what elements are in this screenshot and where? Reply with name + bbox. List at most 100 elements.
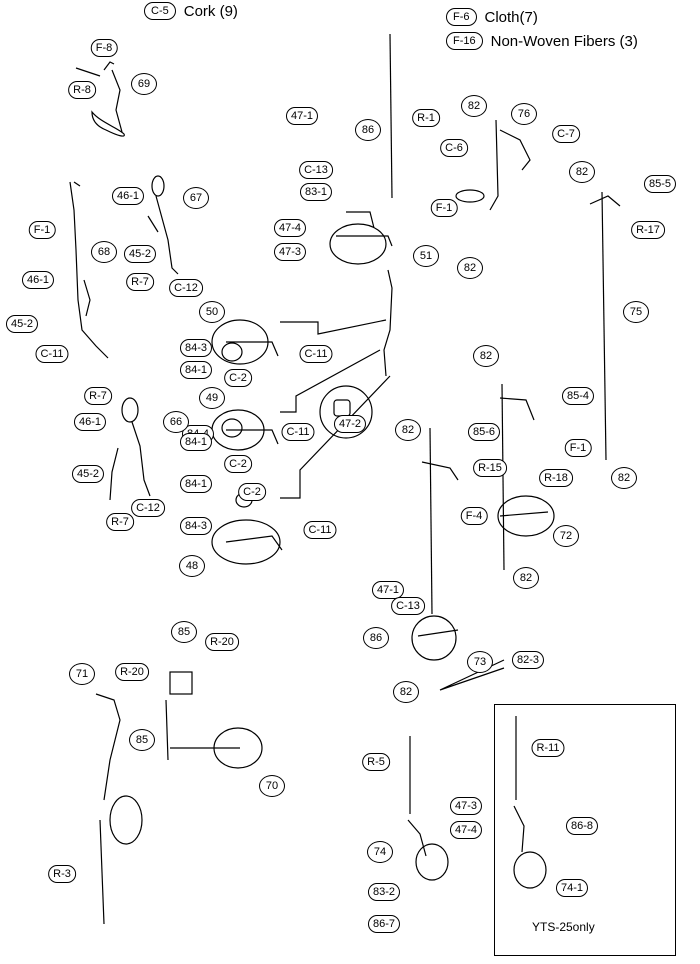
callout-82: 82 <box>395 419 421 441</box>
legend-cloth-code: F-6 <box>446 8 477 26</box>
callout-r-8: R-8 <box>68 81 96 99</box>
part-51-key <box>329 211 393 265</box>
callout-74: 74 <box>367 841 393 863</box>
callout-74-1: 74-1 <box>555 879 589 897</box>
rod-r1 <box>389 33 393 199</box>
callout-47-1: 47-1 <box>371 581 405 599</box>
callout-82: 82 <box>457 257 483 279</box>
callout-82-3: 82-3 <box>511 651 545 669</box>
callout-r-7: R-7 <box>126 273 154 291</box>
callout-85-5: 85-5 <box>643 175 677 193</box>
callout-45-2: 45-2 <box>71 465 105 483</box>
callout-47-2: 47-2 <box>333 415 367 433</box>
callout-c-13: C-13 <box>391 597 425 615</box>
callout-47-4: 47-4 <box>449 821 483 839</box>
callout-82: 82 <box>461 95 487 117</box>
callout-c-12: C-12 <box>131 499 165 517</box>
callout-84-1: 84-1 <box>179 361 213 379</box>
part-68-key <box>69 181 109 359</box>
part-74-1-key <box>513 716 547 889</box>
legend-cloth: F-6 Cloth(7) <box>446 8 538 26</box>
callout-84-1: 84-1 <box>179 475 213 493</box>
callout-82: 82 <box>473 345 499 367</box>
callout-47-1: 47-1 <box>285 107 319 125</box>
callout-47-3: 47-3 <box>449 797 483 815</box>
callout-48: 48 <box>179 555 205 577</box>
callout-c-11: C-11 <box>281 423 315 441</box>
callout-c-11: C-11 <box>299 345 333 363</box>
callout-82: 82 <box>611 467 637 489</box>
callout-49: 49 <box>199 387 225 409</box>
callout-46-1: 46-1 <box>21 271 55 289</box>
part-49-key <box>211 409 279 451</box>
callout-r-18: R-18 <box>539 469 573 487</box>
callout-c-7: C-7 <box>552 125 580 143</box>
callout-f-1: F-1 <box>430 199 458 217</box>
callout-69: 69 <box>131 73 157 95</box>
callout-f-1: F-1 <box>564 439 592 457</box>
callout-r-20: R-20 <box>205 633 239 651</box>
callout-c-12: C-12 <box>169 279 203 297</box>
callout-71: 71 <box>69 663 95 685</box>
callout-85: 85 <box>129 729 155 751</box>
callout-c-11: C-11 <box>35 345 69 363</box>
callout-83-2: 83-2 <box>367 883 401 901</box>
part-66-key <box>109 397 151 501</box>
callout-c-2: C-2 <box>238 483 266 501</box>
callout-r-20: R-20 <box>115 663 149 681</box>
part-73-key <box>411 427 459 661</box>
callout-45-2: 45-2 <box>5 315 39 333</box>
callout-r-5: R-5 <box>362 753 390 771</box>
callout-85: 85 <box>171 621 197 643</box>
legend-cloth-text: Cloth(7) <box>484 8 538 26</box>
legend-cork-text: Cork (9) <box>183 2 238 20</box>
callout-85-4: 85-4 <box>561 387 595 405</box>
callout-76: 76 <box>511 103 537 125</box>
callout-r-7: R-7 <box>84 387 112 405</box>
callout-47-4: 47-4 <box>273 219 307 237</box>
callout-f-1: F-1 <box>28 221 56 239</box>
callout-c-11: C-11 <box>303 521 337 539</box>
legend-cork-code: C-5 <box>144 2 176 20</box>
legend-nonwoven: F-16 Non-Woven Fibers (3) <box>446 32 638 50</box>
part-76-key <box>455 119 531 211</box>
callout-c-13: C-13 <box>299 161 333 179</box>
callout-r-15: R-15 <box>473 459 507 477</box>
callout-83-1: 83-1 <box>299 183 333 201</box>
leader-lines <box>280 319 391 499</box>
legend-nonwoven-text: Non-Woven Fibers (3) <box>490 32 638 50</box>
callout-85-6: 85-6 <box>467 423 501 441</box>
rod-75 <box>601 191 607 461</box>
callout-84-1: 84-1 <box>179 433 213 451</box>
callout-f-8: F-8 <box>90 39 118 57</box>
callout-r-17: R-17 <box>631 221 665 239</box>
callout-r-7: R-7 <box>106 513 134 531</box>
callout-f-4: F-4 <box>460 507 488 525</box>
callout-66: 66 <box>163 411 189 433</box>
callout-r-1: R-1 <box>412 109 440 127</box>
part-67-key <box>147 175 179 275</box>
callout-86-8: 86-8 <box>565 817 599 835</box>
part-72-key <box>497 383 555 571</box>
callout-82: 82 <box>513 567 539 589</box>
callout-84-3: 84-3 <box>179 339 213 357</box>
post-51 <box>383 269 393 377</box>
part-70-key <box>165 671 263 769</box>
callout-r-11: R-11 <box>531 739 565 757</box>
inset-label: YTS-25only <box>532 920 595 934</box>
callout-46-1: 46-1 <box>111 187 145 205</box>
part-48-key <box>211 492 283 565</box>
part-50-key <box>211 319 279 365</box>
callout-47-3: 47-3 <box>273 243 307 261</box>
callout-82: 82 <box>569 161 595 183</box>
callout-82: 82 <box>393 681 419 703</box>
part-71-key <box>95 693 143 925</box>
legend-nonwoven-code: F-16 <box>446 32 483 50</box>
callout-45-2: 45-2 <box>123 245 157 263</box>
callout-70: 70 <box>259 775 285 797</box>
callout-51: 51 <box>413 245 439 267</box>
callout-50: 50 <box>199 301 225 323</box>
callout-r-3: R-3 <box>48 865 76 883</box>
callout-86-7: 86-7 <box>367 915 401 933</box>
